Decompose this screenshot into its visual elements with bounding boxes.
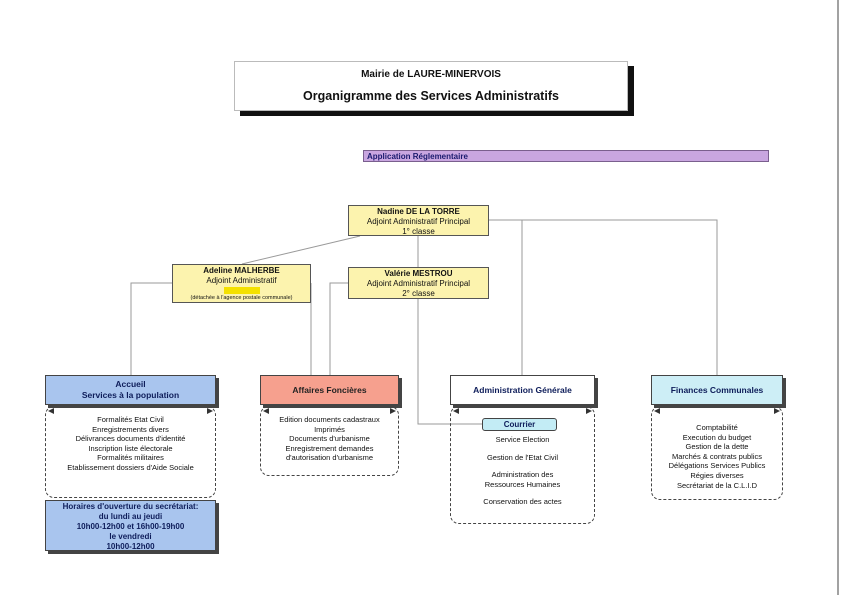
task-item: Délivrances documents d'identité [75,434,186,444]
service-admin-header: Administration Générale [450,375,595,405]
task-item: Formalités Etat Civil [97,415,164,424]
courrier-box: Courrier [482,418,557,431]
service-title: Finances Communales [670,384,764,395]
person-nadine: Nadine DE LA TORRE Adjoint Administratif… [348,205,489,236]
finances-task-list: Comptabilité Execution du budget Gestion… [651,406,783,500]
task-item: Conservation des actes [483,497,562,507]
application-bar: Application Réglementaire [363,150,769,162]
person-adeline: Adeline MALHERBE Adjoint Administratif (… [172,264,311,303]
task-item: Service Election [495,435,550,444]
service-subtitle: Services à la population [81,390,180,400]
service-title: Affaires Foncières [292,384,367,395]
person-role: Adjoint Administratif [206,276,277,285]
task-item: Secrétariat de la C.L.I.D [676,480,758,490]
task-item: Etablissement dossiers d'Aide Sociale [67,462,194,472]
hours-line: le vendredi [109,532,152,541]
task-item: Edition documents cadastraux [279,415,380,424]
hours-line: 10h00-12h00 et 16h00-19h00 [76,522,185,531]
task-item: Marchés & contrats publics [671,451,763,461]
task-item: Enregistrement demandes [285,443,374,453]
task-item: Inscription liste électorale [88,443,173,453]
mairie-name: Mairie de LAURE-MINERVOIS [361,69,501,80]
task-item: Comptabilité [696,423,738,432]
hours-line: Horaires d'ouverture du secrétariat: [62,502,199,511]
task-item: Imprimés [314,424,345,434]
page-title: Organigramme des Services Administratifs [303,89,559,103]
opening-hours-box: Horaires d'ouverture du secrétariat: du … [45,500,216,551]
accueil-task-list: Formalités Etat Civil Enregistrements di… [45,406,216,498]
person-name: Valérie MESTROU [384,269,453,278]
service-accueil-header: Accueil Services à la population [45,375,216,405]
service-foncieres-header: Affaires Foncières [260,375,399,405]
task-item: Gestion de l'Etat Civil [486,452,559,462]
hours-line: 10h00-12h00 [106,542,155,551]
service-finances-header: Finances Communales [651,375,783,405]
title-box: Mairie de LAURE-MINERVOIS Organigramme d… [234,61,628,111]
person-name: Adeline MALHERBE [203,266,280,275]
task-item: Délégations Services Publics [668,461,766,471]
task-item: Gestion de la dette [685,442,749,452]
hours-line: du lundi au jeudi [98,512,163,521]
task-item: Formalités militaires [97,453,164,463]
task-item: Execution du budget [682,432,752,442]
task-item: d'autorisation d'urbanisme [285,453,374,463]
person-valerie: Valérie MESTROU Adjoint Administratif Pr… [348,267,489,299]
service-title: Administration Générale [473,384,572,395]
person-grade: 1° classe [402,227,435,236]
task-item: Documents d'urbanisme [289,434,370,444]
person-name: Nadine DE LA TORRE [377,207,460,216]
service-title: Accueil [115,379,146,389]
person-role: Adjoint Administratif Principal [366,217,471,226]
admin-task-list: Service Election Gestion de l'Etat Civil… [450,406,595,524]
task-item: Administration des Ressources Humaines [484,470,561,489]
foncieres-task-list: Edition documents cadastraux Imprimés Do… [260,406,399,476]
person-grade: 2° classe [402,289,435,298]
person-role: Adjoint Administratif Principal [366,279,471,288]
task-item: Enregistrements divers [92,424,169,434]
task-item: Régies diverses [690,470,744,480]
person-note: (détachée à l'agence postale communale) [190,295,293,301]
highlight-mark [223,287,260,294]
